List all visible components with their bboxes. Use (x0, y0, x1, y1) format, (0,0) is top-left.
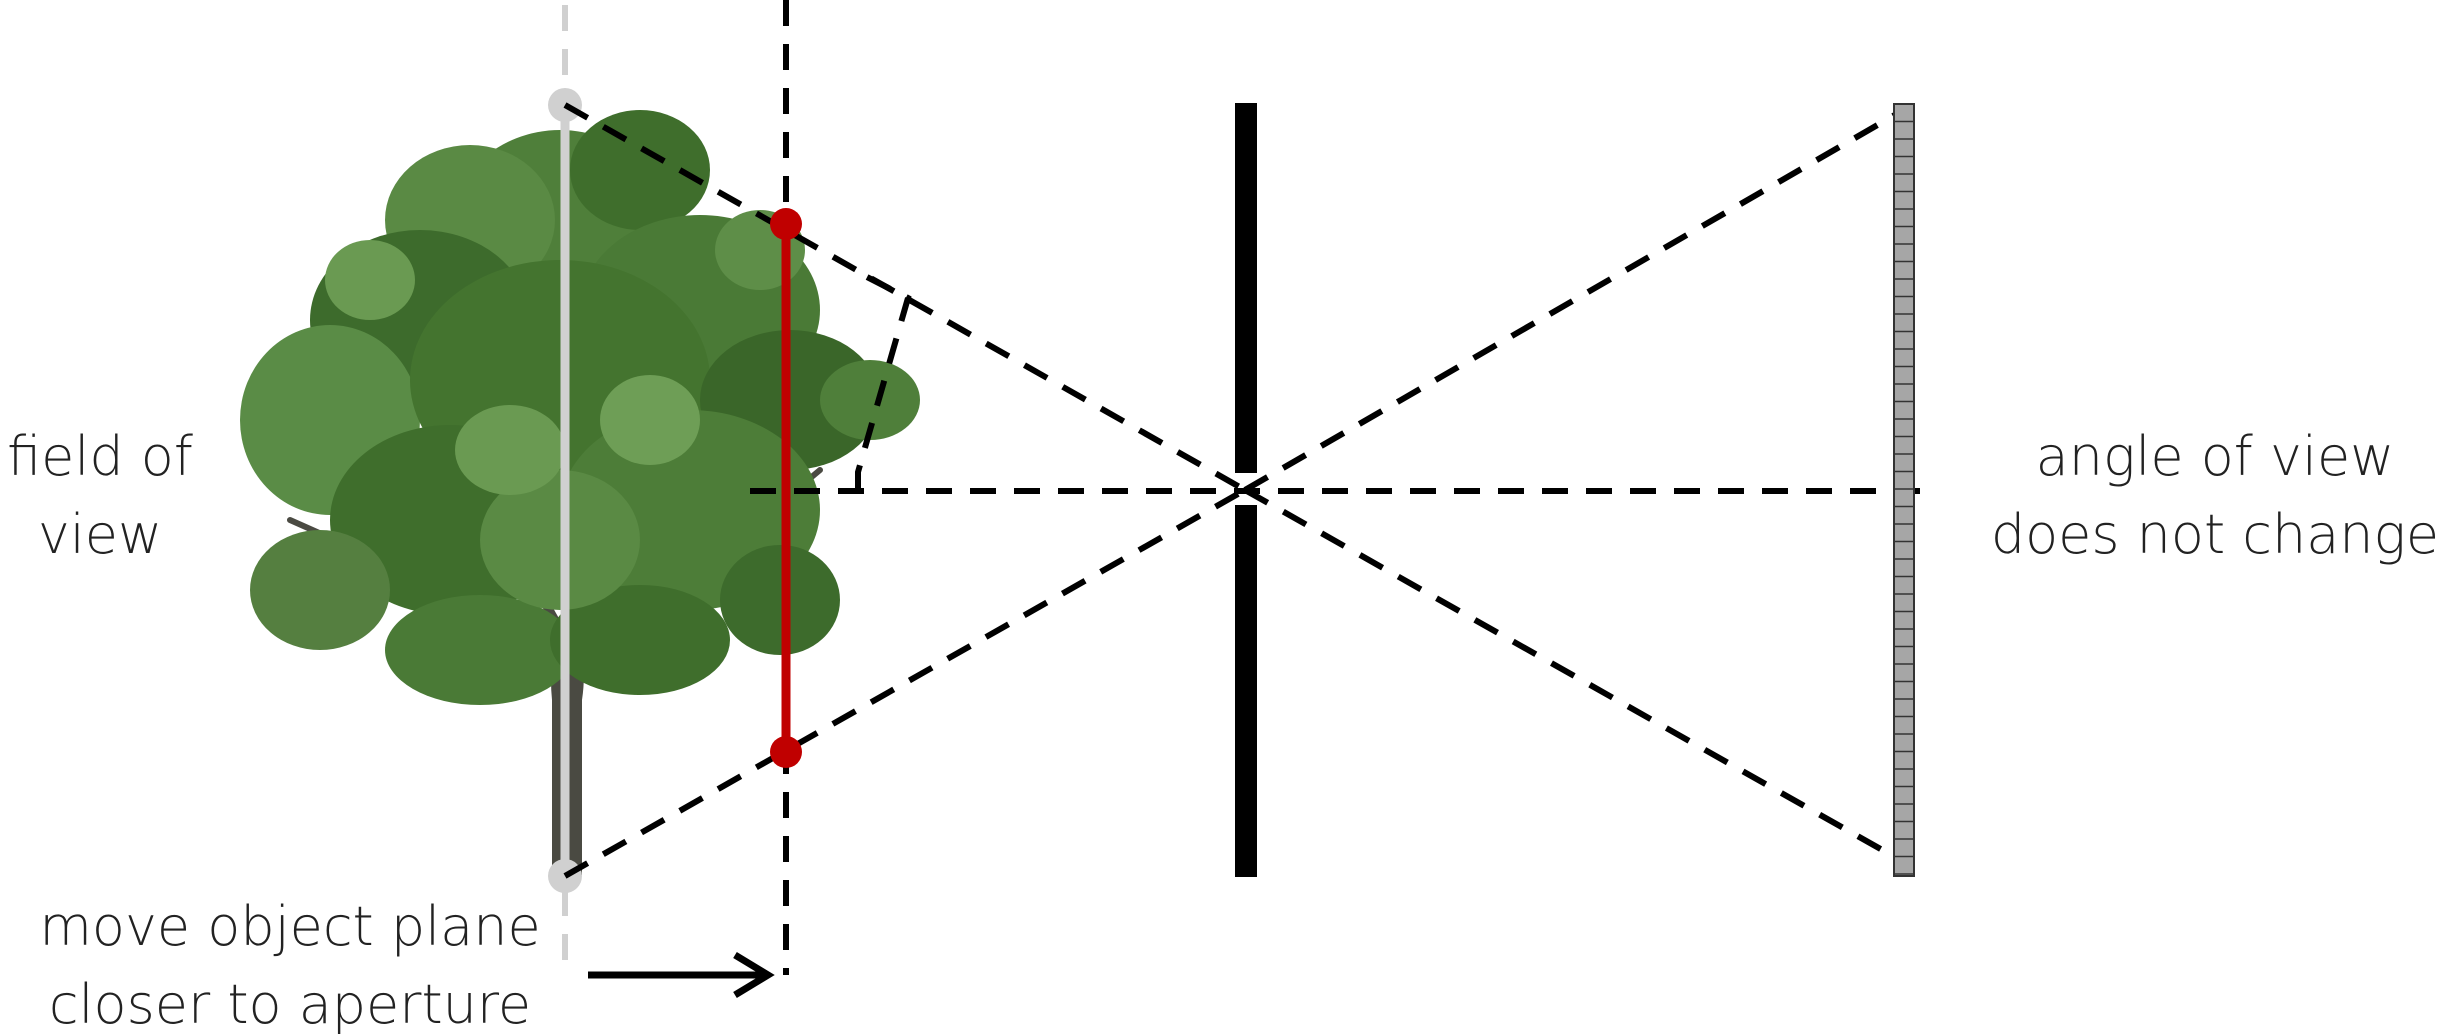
move-object-plane-label-line2: closer to aperture (49, 973, 531, 1034)
field-of-view-label-line1: field of (7, 425, 193, 488)
image-side-rays (1245, 112, 1900, 860)
angle-of-view-label-line1: angle of view (2036, 425, 2395, 488)
field-of-view-label-line2: view (38, 503, 162, 566)
sensor (1894, 104, 1914, 876)
angle-of-view-label-line2: does not change (1991, 503, 2439, 566)
arrow-right-icon (588, 955, 768, 995)
move-object-plane-label-line1: move object plane (39, 895, 540, 958)
